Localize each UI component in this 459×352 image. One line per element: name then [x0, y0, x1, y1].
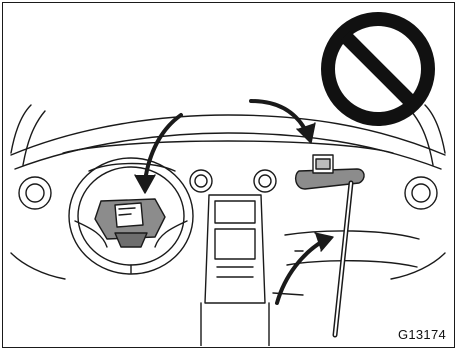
- prohibition-icon: [328, 19, 428, 119]
- arrow-to-passenger-airbag: [277, 233, 333, 303]
- manual-figure: G13174: [2, 2, 455, 348]
- passenger-dash-panel: [285, 231, 419, 267]
- center-vents: [190, 170, 276, 192]
- object-on-passenger-airbag: [296, 155, 364, 335]
- figure-code-label: G13174: [398, 327, 446, 342]
- arrow-to-dash-object: [251, 101, 315, 143]
- center-console: [201, 195, 269, 346]
- left-side-vent: [19, 177, 51, 209]
- object-on-airbag-pad: [115, 203, 143, 227]
- right-side-vent: [405, 177, 437, 209]
- arrow-to-steering-airbag: [135, 115, 181, 193]
- dashboard-illustration: [3, 3, 453, 346]
